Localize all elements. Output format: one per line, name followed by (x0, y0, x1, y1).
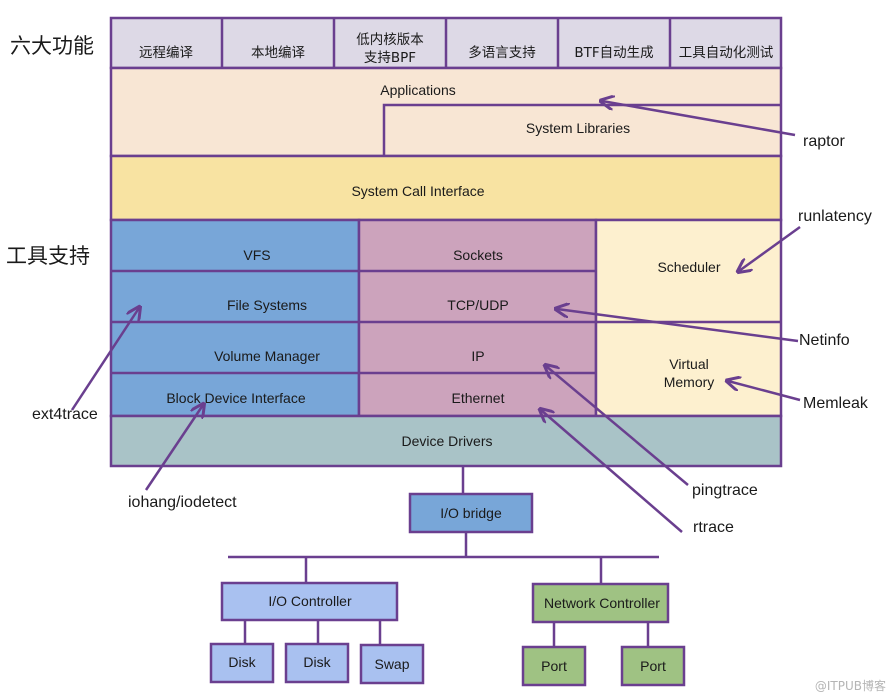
tool-ext4trace: ext4trace (32, 406, 98, 423)
device-drivers-layer: Device Drivers (109, 414, 783, 468)
rtrace-arrow (541, 410, 683, 533)
applications-label: Applications (380, 82, 456, 98)
tool-pingtrace: pingtrace (692, 482, 758, 499)
feature-multi-language: 多语言支持 (468, 44, 536, 61)
feature-low-kernel-bpf-line2: 支持BPF (364, 50, 416, 66)
netinfo-arrow (557, 309, 799, 343)
io-bridge-label: I/O bridge (440, 505, 502, 521)
port-label-1: Port (541, 658, 567, 674)
swap-label: Swap (374, 656, 409, 672)
tool-rtrace: rtrace (693, 519, 734, 536)
features-row: 远程编译 本地编译 低内核版本 支持BPF 多语言支持 BTF自动生成 工具自动… (109, 16, 783, 70)
swap-box (359, 643, 425, 685)
tcp-udp-label: TCP/UDP (447, 297, 508, 313)
block-device-interface-label: Block Device Interface (166, 390, 305, 406)
ext4trace-arrow (70, 308, 139, 411)
disk-label-2: Disk (303, 654, 331, 670)
feature-local-compile: 本地编译 (251, 45, 305, 61)
applications-layer: Applications System Libraries (109, 66, 783, 158)
port-label-2: Port (640, 658, 666, 674)
feature-low-kernel-bpf-line1: 低内核版本 (356, 32, 424, 48)
tool-memleak: Memleak (803, 395, 869, 412)
port-box-1 (521, 645, 587, 687)
iohang-arrow (144, 405, 203, 491)
tool-netinfo: Netinfo (799, 332, 850, 349)
memleak-arrow (728, 381, 801, 402)
pingtrace-arrow (546, 366, 689, 486)
watermark: @ITPUB博客 (815, 678, 886, 693)
system-libraries-label: System Libraries (526, 120, 630, 136)
feature-remote-compile: 远程编译 (139, 45, 193, 61)
file-systems-label: File Systems (227, 297, 307, 313)
system-call-interface-label: System Call Interface (351, 183, 484, 199)
tool-runlatency: runlatency (798, 208, 872, 225)
virtual-memory-label-line2: Memory (664, 374, 715, 390)
io-controller-box (220, 581, 399, 622)
raptor-arrow (602, 101, 796, 137)
tool-labels: raptor runlatency Netinfo Memleak ext4tr… (32, 133, 872, 536)
storage-stack: VFS File Systems Volume Manager Block De… (109, 218, 361, 418)
system-call-interface-layer: System Call Interface (109, 154, 783, 222)
port-box-2 (620, 645, 686, 687)
hardware-tree: I/O bridge I/O Controller Network Contro… (209, 466, 686, 687)
network-stack: Sockets TCP/UDP IP Ethernet (357, 218, 598, 418)
io-controller-label: I/O Controller (268, 593, 352, 609)
device-drivers-label: Device Drivers (401, 433, 492, 449)
tool-support-label: 工具支持 (6, 244, 90, 268)
tool-raptor: raptor (803, 133, 845, 150)
tool-iohang: iohang/iodetect (128, 494, 237, 511)
virtual-memory-label-line1: Virtual (669, 356, 708, 372)
vfs-label: VFS (243, 247, 270, 263)
feature-auto-testing: 工具自动化测试 (679, 45, 774, 61)
ip-label: IP (471, 348, 484, 364)
six-features-label: 六大功能 (10, 34, 94, 58)
sockets-label: Sockets (453, 247, 503, 263)
feature-btf-autogen: BTF自动生成 (574, 45, 653, 61)
scheduler-label: Scheduler (657, 259, 720, 275)
volume-manager-label: Volume Manager (214, 348, 320, 364)
network-controller-box (531, 582, 670, 624)
network-controller-label: Network Controller (544, 595, 660, 611)
disk-box-2 (284, 642, 350, 684)
runlatency-arrow (739, 225, 801, 271)
disk-box-1 (209, 642, 275, 684)
tool-arrows (70, 101, 801, 533)
io-bridge-box (408, 492, 534, 534)
disk-label-1: Disk (228, 654, 256, 670)
ethernet-label: Ethernet (452, 390, 505, 406)
